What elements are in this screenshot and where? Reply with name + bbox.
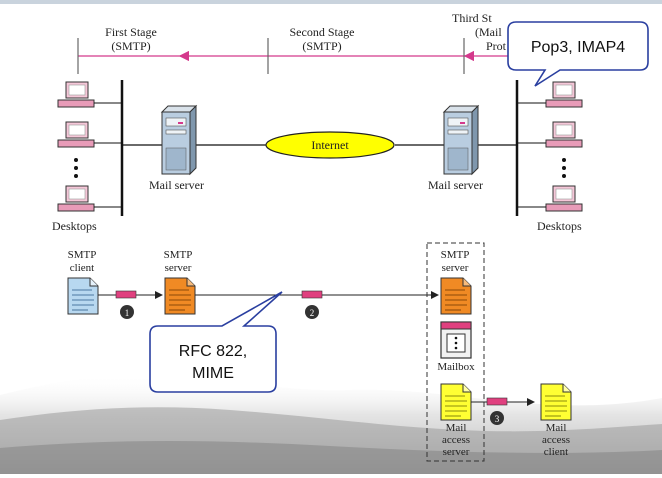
message-packet: [115, 290, 137, 299]
mail-access-client-label-1: Mail: [546, 422, 567, 434]
third-stage-title: Third St: [452, 11, 492, 25]
pop3-callout-text: Pop3, IMAP4: [531, 39, 625, 56]
second-stage-title: Second Stage: [290, 25, 355, 39]
mail-access-server-label-1: Mail: [446, 422, 467, 434]
receiver-dashed-box: [426, 242, 485, 462]
mail-server-right-icon: [442, 104, 480, 176]
rfc822-callout: RFC 822, MIME: [149, 291, 283, 393]
smtp-client-label-2: client: [70, 262, 94, 274]
mountain-background: [0, 374, 662, 474]
internet-ellipse: [265, 131, 395, 159]
desktop-computer-icon: [57, 185, 122, 212]
step-3-label: 3: [495, 414, 500, 424]
second-stage-protocol: (SMTP): [302, 39, 341, 53]
smtp-server-left-label-2: server: [165, 262, 192, 274]
mail-server-left-icon: [160, 104, 198, 176]
smtp-server-right-document-icon: [440, 277, 472, 315]
ellipsis-dots-icon: [562, 158, 566, 178]
smtp-server-right-label-2: server: [442, 262, 469, 274]
smtp-server-right-label-1: SMTP: [441, 249, 470, 261]
mailbox-icon: [440, 321, 472, 359]
ellipsis-dots-icon: [74, 158, 78, 178]
rfc-callout-line1: RFC 822,: [179, 343, 247, 360]
desktops-right-label: Desktops: [537, 219, 582, 233]
desktop-computer-icon: [517, 81, 583, 108]
message-packet: [301, 290, 323, 299]
smtp-server-left-label-1: SMTP: [164, 249, 193, 261]
smtp-client-document-icon: [67, 277, 99, 315]
mailbox-label: Mailbox: [437, 361, 475, 373]
rfc-callout-line2: MIME: [192, 365, 234, 382]
desktop-computer-icon: [57, 81, 122, 108]
desktops-left-label: Desktops: [52, 219, 97, 233]
smtp-client-label-1: SMTP: [68, 249, 97, 261]
right-desktops: [515, 80, 583, 216]
smtp-server-left-document-icon: [164, 277, 196, 315]
first-stage-protocol: (SMTP): [111, 39, 150, 53]
step-badge: [305, 305, 319, 319]
mail-server-right-label: Mail server: [428, 178, 483, 192]
third-stage-sub2: Prot: [486, 39, 507, 53]
first-stage-title: First Stage: [105, 25, 157, 39]
desktop-computer-icon: [517, 185, 583, 212]
mail-access-server-label-3: server: [443, 446, 470, 458]
mail-access-client-label-3: client: [544, 446, 568, 458]
desktop-computer-icon: [517, 121, 583, 148]
step-badge: [490, 411, 504, 425]
top-border: [0, 0, 662, 4]
mail-access-server-label-2: access: [442, 434, 470, 446]
message-packet: [486, 397, 508, 406]
internet-label: Internet: [311, 138, 349, 152]
desktop-computer-icon: [57, 121, 122, 148]
step-1-label: 1: [125, 308, 130, 318]
mail-access-client-document-icon: [540, 383, 572, 421]
third-stage-sub1: (Mail: [475, 25, 502, 39]
pop3-callout: Pop3, IMAP4: [507, 21, 649, 87]
step-badge: [120, 305, 134, 319]
mail-access-client-label-2: access: [542, 434, 570, 446]
step-2-label: 2: [310, 308, 315, 318]
left-desktops: [57, 80, 124, 216]
mail-access-server-document-icon: [440, 383, 472, 421]
mail-server-left-label: Mail server: [149, 178, 204, 192]
